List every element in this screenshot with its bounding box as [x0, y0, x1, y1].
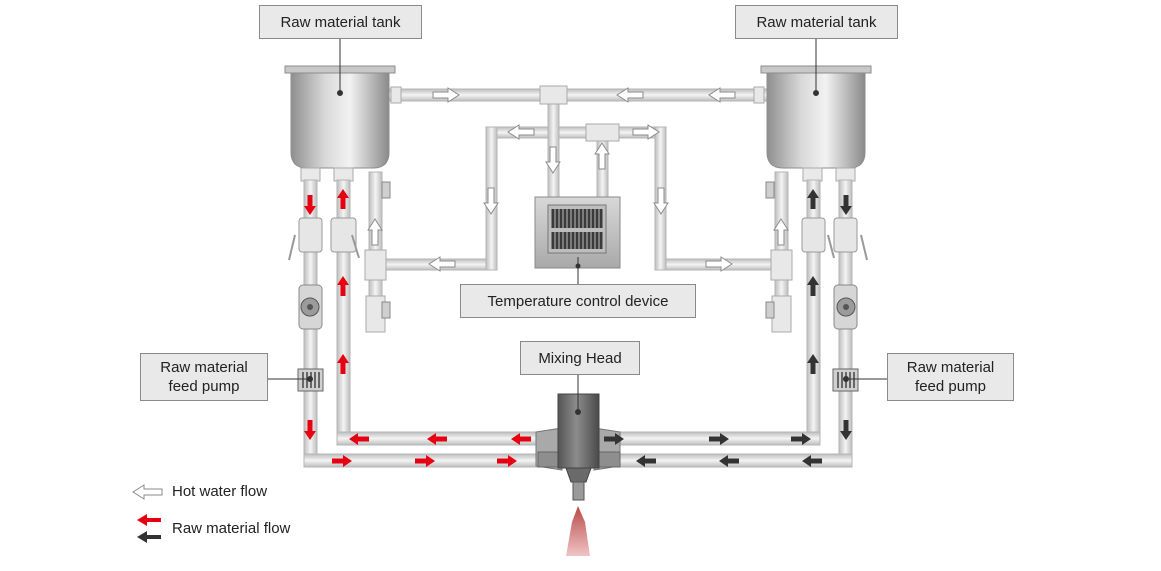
raw-material-arrow — [719, 455, 739, 467]
valves-right — [801, 217, 868, 330]
legend-raw-material-label: Raw material flow — [172, 520, 291, 537]
raw-material-arrow — [791, 433, 811, 445]
mixing-head-label: Mixing Head — [520, 341, 640, 375]
raw-material-arrow — [840, 195, 852, 215]
pipe-fittings — [364, 85, 793, 333]
raw-material-arrow — [807, 189, 819, 209]
hot-water-arrow — [483, 187, 499, 215]
hot-water-arrow — [507, 124, 535, 140]
raw-material-arrow — [636, 455, 656, 467]
raw-material-arrow — [332, 455, 352, 467]
legend-hot-water-icon — [132, 484, 163, 500]
feed-pump-right — [832, 368, 859, 392]
temperature-control-device — [534, 196, 621, 269]
raw-material-arrow — [840, 420, 852, 440]
hot-water-arrow — [773, 218, 789, 246]
hot-water-arrow — [708, 87, 736, 103]
tank-left-label: Raw material tank — [259, 5, 422, 39]
raw-material-arrow — [337, 354, 349, 374]
hot-water-arrow — [367, 218, 383, 246]
valves-left — [288, 217, 360, 330]
hot-water-arrow — [428, 256, 456, 272]
pump-right-label: Raw material feed pump — [887, 353, 1014, 401]
spray-jet — [566, 506, 590, 556]
legend-raw-material-icon — [137, 514, 161, 543]
raw-material-arrow — [427, 433, 447, 445]
raw-material-arrow — [304, 195, 316, 215]
raw-material-arrow — [497, 455, 517, 467]
hot-water-arrow — [616, 87, 644, 103]
pump-left-label: Raw material feed pump — [140, 353, 268, 401]
raw-material-arrow — [415, 455, 435, 467]
hot-water-arrow — [653, 187, 669, 215]
mixing-head — [535, 393, 621, 556]
raw-material-arrow — [802, 455, 822, 467]
raw-material-arrow — [709, 433, 729, 445]
hot-water-arrow — [545, 146, 561, 174]
raw-material-arrow — [337, 189, 349, 209]
raw-material-arrow — [604, 433, 624, 445]
raw-material-arrow — [807, 354, 819, 374]
hot-water-arrow — [632, 124, 660, 140]
legend-hot-water-label: Hot water flow — [172, 483, 268, 500]
flow-arrows — [304, 87, 852, 467]
raw-material-arrow — [511, 433, 531, 445]
raw-material-arrow — [807, 276, 819, 296]
hot-water-arrow — [705, 256, 733, 272]
raw-material-arrow — [304, 420, 316, 440]
temperature-control-label: Temperature control device — [460, 284, 696, 318]
hot-water-arrow — [432, 87, 460, 103]
tank-right-label: Raw material tank — [735, 5, 898, 39]
raw-material-arrow — [349, 433, 369, 445]
raw-material-arrow — [337, 276, 349, 296]
hot-water-valves — [381, 181, 775, 319]
hot-water-arrow — [594, 142, 610, 170]
